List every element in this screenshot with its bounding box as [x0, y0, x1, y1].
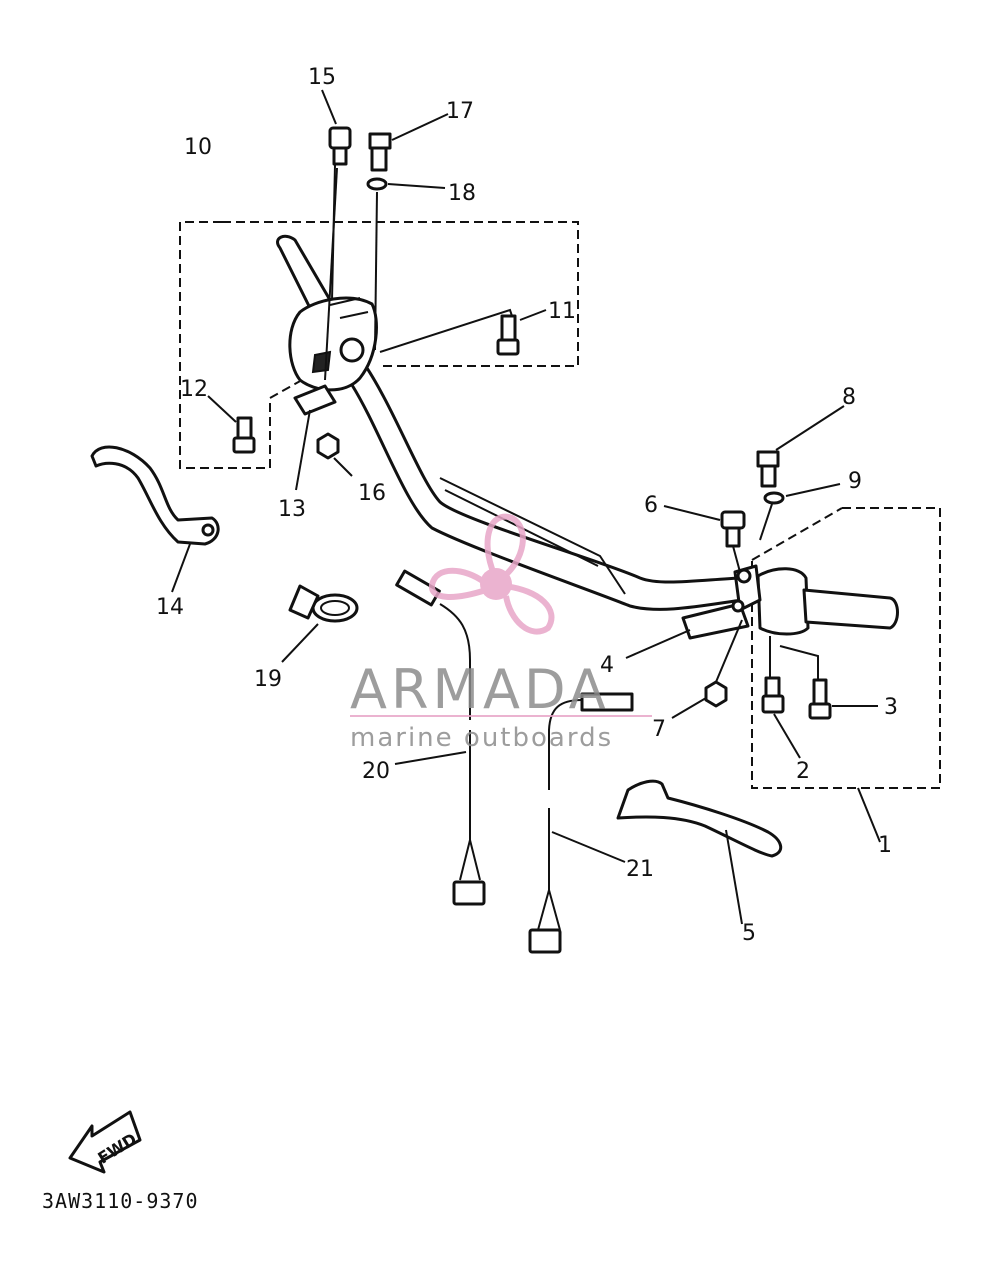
screw-3	[808, 678, 832, 720]
callout-13: 13	[278, 497, 306, 522]
armada-watermark: ARMADA marine outboards	[350, 513, 652, 753]
diagram-code: 3AW3110-9370	[42, 1189, 199, 1213]
washer-18	[366, 177, 388, 191]
callout-labels: 15 17 10 18 11 12 8 9 16 13 6 14 4 19 3 …	[156, 65, 898, 946]
callout-15: 15	[308, 65, 336, 90]
callout-21: 21	[626, 857, 654, 882]
callout-8: 8	[842, 385, 856, 410]
switch-21	[528, 692, 634, 954]
callout-6: 6	[644, 493, 658, 518]
assembly-box-1	[751, 507, 941, 789]
callout-20: 20	[362, 759, 390, 784]
callout-3: 3	[884, 695, 898, 720]
callout-17: 17	[446, 99, 474, 124]
callout-18: 18	[448, 181, 476, 206]
propeller-logo	[429, 513, 555, 635]
left-switch-housing	[276, 234, 378, 416]
callout-10: 10	[184, 135, 212, 160]
fwd-arrow: FWD	[68, 1110, 142, 1174]
callout-11: 11	[548, 299, 576, 324]
callout-16: 16	[358, 481, 386, 506]
clamp-19	[288, 584, 359, 623]
callout-19: 19	[254, 667, 282, 692]
nut-7	[704, 680, 728, 708]
washer-9	[763, 491, 785, 505]
assembly-box-10	[179, 221, 579, 469]
callout-9: 9	[848, 469, 862, 494]
callout-7: 7	[652, 717, 666, 742]
callout-12: 12	[180, 377, 208, 402]
screw-12	[232, 416, 256, 454]
nut-16	[316, 432, 340, 460]
callout-1: 1	[878, 833, 892, 858]
callout-14: 14	[156, 595, 184, 620]
watermark-tagline: marine outboards	[350, 723, 613, 753]
screw-2	[761, 676, 785, 714]
screw-11	[496, 314, 520, 356]
bolt-6	[720, 510, 746, 548]
bolt-15	[328, 126, 352, 166]
callout-2: 2	[796, 759, 810, 784]
bolt-17	[368, 132, 392, 172]
propeller-hub	[480, 568, 512, 600]
callout-4: 4	[600, 653, 614, 678]
bolt-8	[756, 450, 780, 488]
leader-lines	[171, 89, 881, 925]
right-lever	[616, 779, 783, 858]
watermark-brand: ARMADA	[350, 658, 610, 721]
callout-5: 5	[742, 921, 756, 946]
left-lever	[90, 445, 220, 546]
switch-20	[395, 569, 486, 906]
